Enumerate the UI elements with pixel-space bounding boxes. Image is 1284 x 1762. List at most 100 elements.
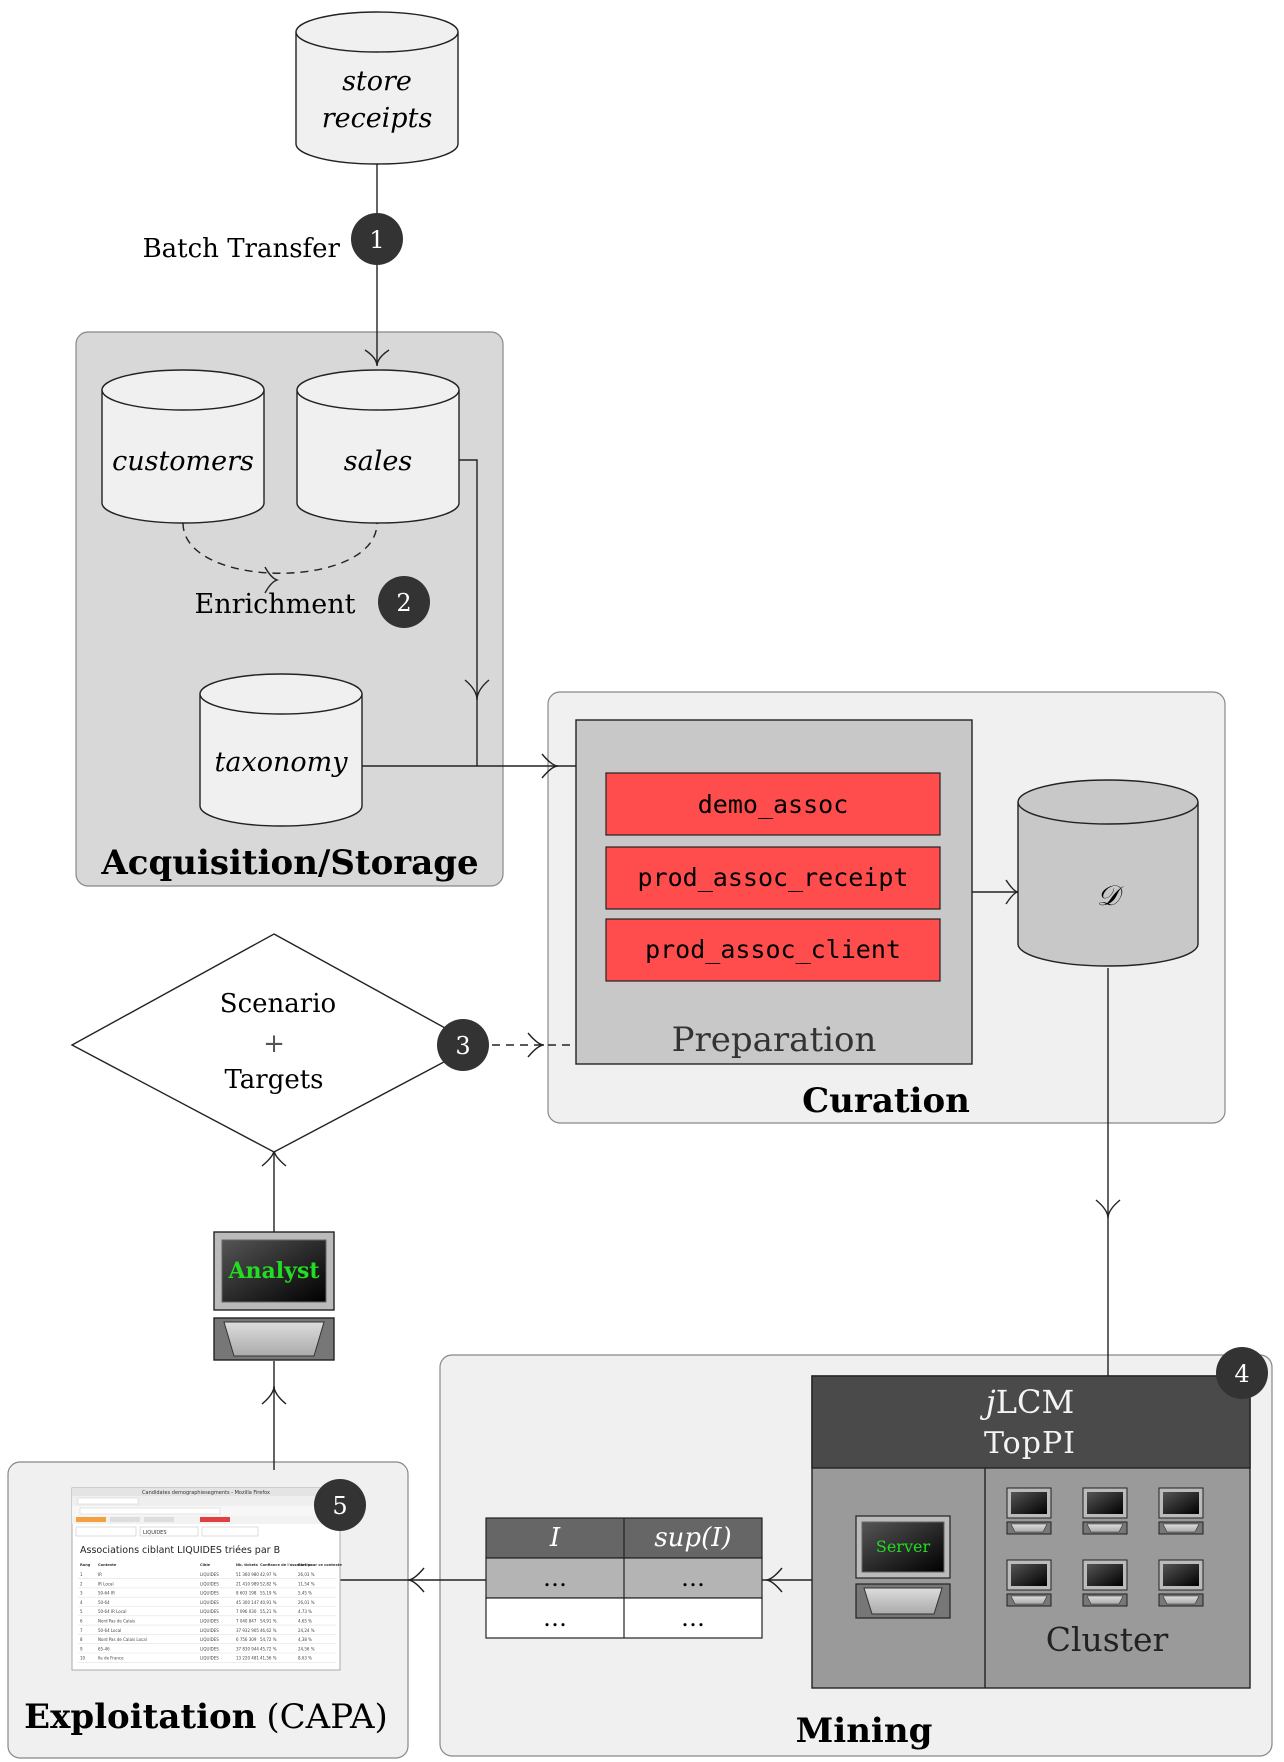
capa-table-cell: 45 300 147 <box>236 1600 259 1605</box>
capa-table-cell: 26,03 % <box>298 1572 315 1577</box>
store-receipts-label-1: store <box>342 66 412 97</box>
table-cell: … <box>681 1564 705 1592</box>
step-badge-1: 1 <box>351 213 403 265</box>
connectors <box>182 164 1121 1593</box>
analyst-screen-label: Analyst <box>227 1258 320 1284</box>
customers-label: customers <box>112 446 254 477</box>
capa-table-cell: 41,56 % <box>260 1656 277 1661</box>
capa-column-header: Confiance de l'association <box>260 1563 313 1567</box>
jlcm-lcm: LCM <box>996 1383 1075 1421</box>
scenario-targets-diamond: Scenario + Targets <box>70 933 478 1153</box>
capa-table-cell: 37 932 905 <box>236 1628 259 1633</box>
curation-panel-title: Curation <box>802 1081 970 1121</box>
capa-table-cell: 8 <box>80 1637 83 1642</box>
capa-table-cell: 24,56 % <box>298 1646 315 1651</box>
capa-table-cell: 50-64 Local <box>98 1628 121 1633</box>
capa-table-cell: LIQUIDES <box>200 1656 219 1661</box>
capa-table-cell: 4,38 % <box>298 1637 312 1642</box>
capa-table-cell: LIQUIDES <box>200 1637 219 1642</box>
capa-table-cell: 50-64 IR <box>98 1591 115 1596</box>
script-demo-assoc: demo_assoc <box>605 772 941 836</box>
enrichment-label: Enrichment <box>195 589 356 620</box>
capa-table-cell: 55,19 % <box>260 1591 277 1596</box>
capa-table-cell: 5,45 % <box>298 1591 312 1596</box>
capa-table-cell: 54,72 % <box>260 1637 277 1642</box>
capa-table-cell: 65-46 <box>98 1646 110 1651</box>
sales-label: sales <box>344 446 412 477</box>
taxonomy-database: taxonomy <box>199 673 363 827</box>
capa-table-cell: Nord Pas de Calais <box>98 1619 135 1624</box>
cluster-label: Cluster <box>1046 1620 1169 1659</box>
script-prod-assoc-client-label: prod_assoc_client <box>645 935 901 964</box>
capa-column-header: Contexte <box>98 1563 117 1567</box>
step-badge-3-number: 3 <box>455 1032 470 1060</box>
capa-table-cell: 55,21 % <box>260 1609 277 1614</box>
capa-table-cell: LIQUIDES <box>200 1619 219 1624</box>
capa-table-cell: 40,91 % <box>260 1600 277 1605</box>
cluster-workstation <box>1158 1559 1204 1607</box>
capa-table-cell: 21 410 989 <box>236 1581 259 1586</box>
jlcm-label: jLCM <box>980 1383 1074 1421</box>
store-receipts-label-2: receipts <box>322 103 433 134</box>
capa-column-header: Nb. tickets <box>236 1563 258 1567</box>
capa-table-cell: 5 <box>80 1609 83 1614</box>
capa-screenshot: Candidates demographiesegments - Mozilla… <box>71 1487 342 1671</box>
script-prod-assoc-client: prod_assoc_client <box>605 918 941 982</box>
cluster-workstation <box>1006 1559 1052 1607</box>
step-badge-5: 5 <box>314 1479 366 1531</box>
table-cell: … <box>543 1604 567 1632</box>
exploitation-panel-title: Exploitation(CAPA) <box>24 1697 388 1737</box>
cluster-workstation <box>1082 1559 1128 1607</box>
capa-table-cell: 50-64 IR Local <box>98 1609 127 1614</box>
capa-window-title: Candidates demographiesegments - Mozilla… <box>142 1490 270 1496</box>
acquisition-panel-title: Acquisition/Storage <box>100 843 478 883</box>
cluster-workstation <box>1158 1487 1204 1535</box>
step-badge-2-number: 2 <box>396 589 411 617</box>
analyst-computer: Analyst <box>213 1231 335 1361</box>
capa-table-cell: 7 096 030 <box>236 1609 257 1614</box>
exploitation-title-bold: Exploitation <box>24 1697 256 1737</box>
capa-table-cell: LIQUIDES <box>200 1572 219 1577</box>
cluster-nodes <box>1006 1487 1204 1607</box>
capa-table-cell: 11,54 % <box>298 1581 315 1586</box>
exploitation-title-capa: (CAPA) <box>266 1697 387 1737</box>
script-prod-assoc-receipt-label: prod_assoc_receipt <box>638 863 909 892</box>
plus-label: + <box>263 1029 285 1059</box>
capa-table-cell: LIQUIDES <box>200 1581 219 1586</box>
capa-table-cell: 2 <box>80 1581 83 1586</box>
capa-table-cell: 6 <box>80 1619 83 1624</box>
capa-table-cell: 52,82 % <box>260 1581 277 1586</box>
capa-table-cell: 54,91 % <box>260 1619 277 1624</box>
capa-column-header: Rang <box>80 1563 91 1567</box>
d-dataset-database: 𝒟 <box>1017 779 1199 967</box>
capa-table-cell: Ile de France <box>98 1656 124 1661</box>
step-badge-5-number: 5 <box>332 1492 347 1520</box>
capa-table-cell: 6 756 309 <box>236 1637 257 1642</box>
capa-table-cell: 3 <box>80 1591 83 1596</box>
mining-panel-title: Mining <box>796 1711 933 1751</box>
capa-table-cell: 7 040 847 <box>236 1619 257 1624</box>
toppi-label: TopPI <box>984 1426 1076 1461</box>
capa-table-cell: 8,63 % <box>298 1656 312 1661</box>
capa-table-cell: 9 <box>80 1646 83 1651</box>
capa-table-cell: Nord Pas de Calais Local <box>98 1637 147 1642</box>
step-badge-3: 3 <box>437 1019 489 1071</box>
batch-transfer-label: Batch Transfer <box>143 234 341 264</box>
capa-heading: Associations ciblant LIQUIDES triées par… <box>80 1545 280 1556</box>
capa-table-cell: 10 <box>80 1656 86 1661</box>
taxonomy-label: taxonomy <box>215 747 349 778</box>
capa-table-cell: 26,01 % <box>298 1600 315 1605</box>
step-badge-2: 2 <box>378 576 430 628</box>
capa-table-cell: 7 <box>80 1628 83 1633</box>
capa-table-cell: 46,62 % <box>260 1628 277 1633</box>
capa-table-cell: LIQUIDES <box>200 1591 219 1596</box>
